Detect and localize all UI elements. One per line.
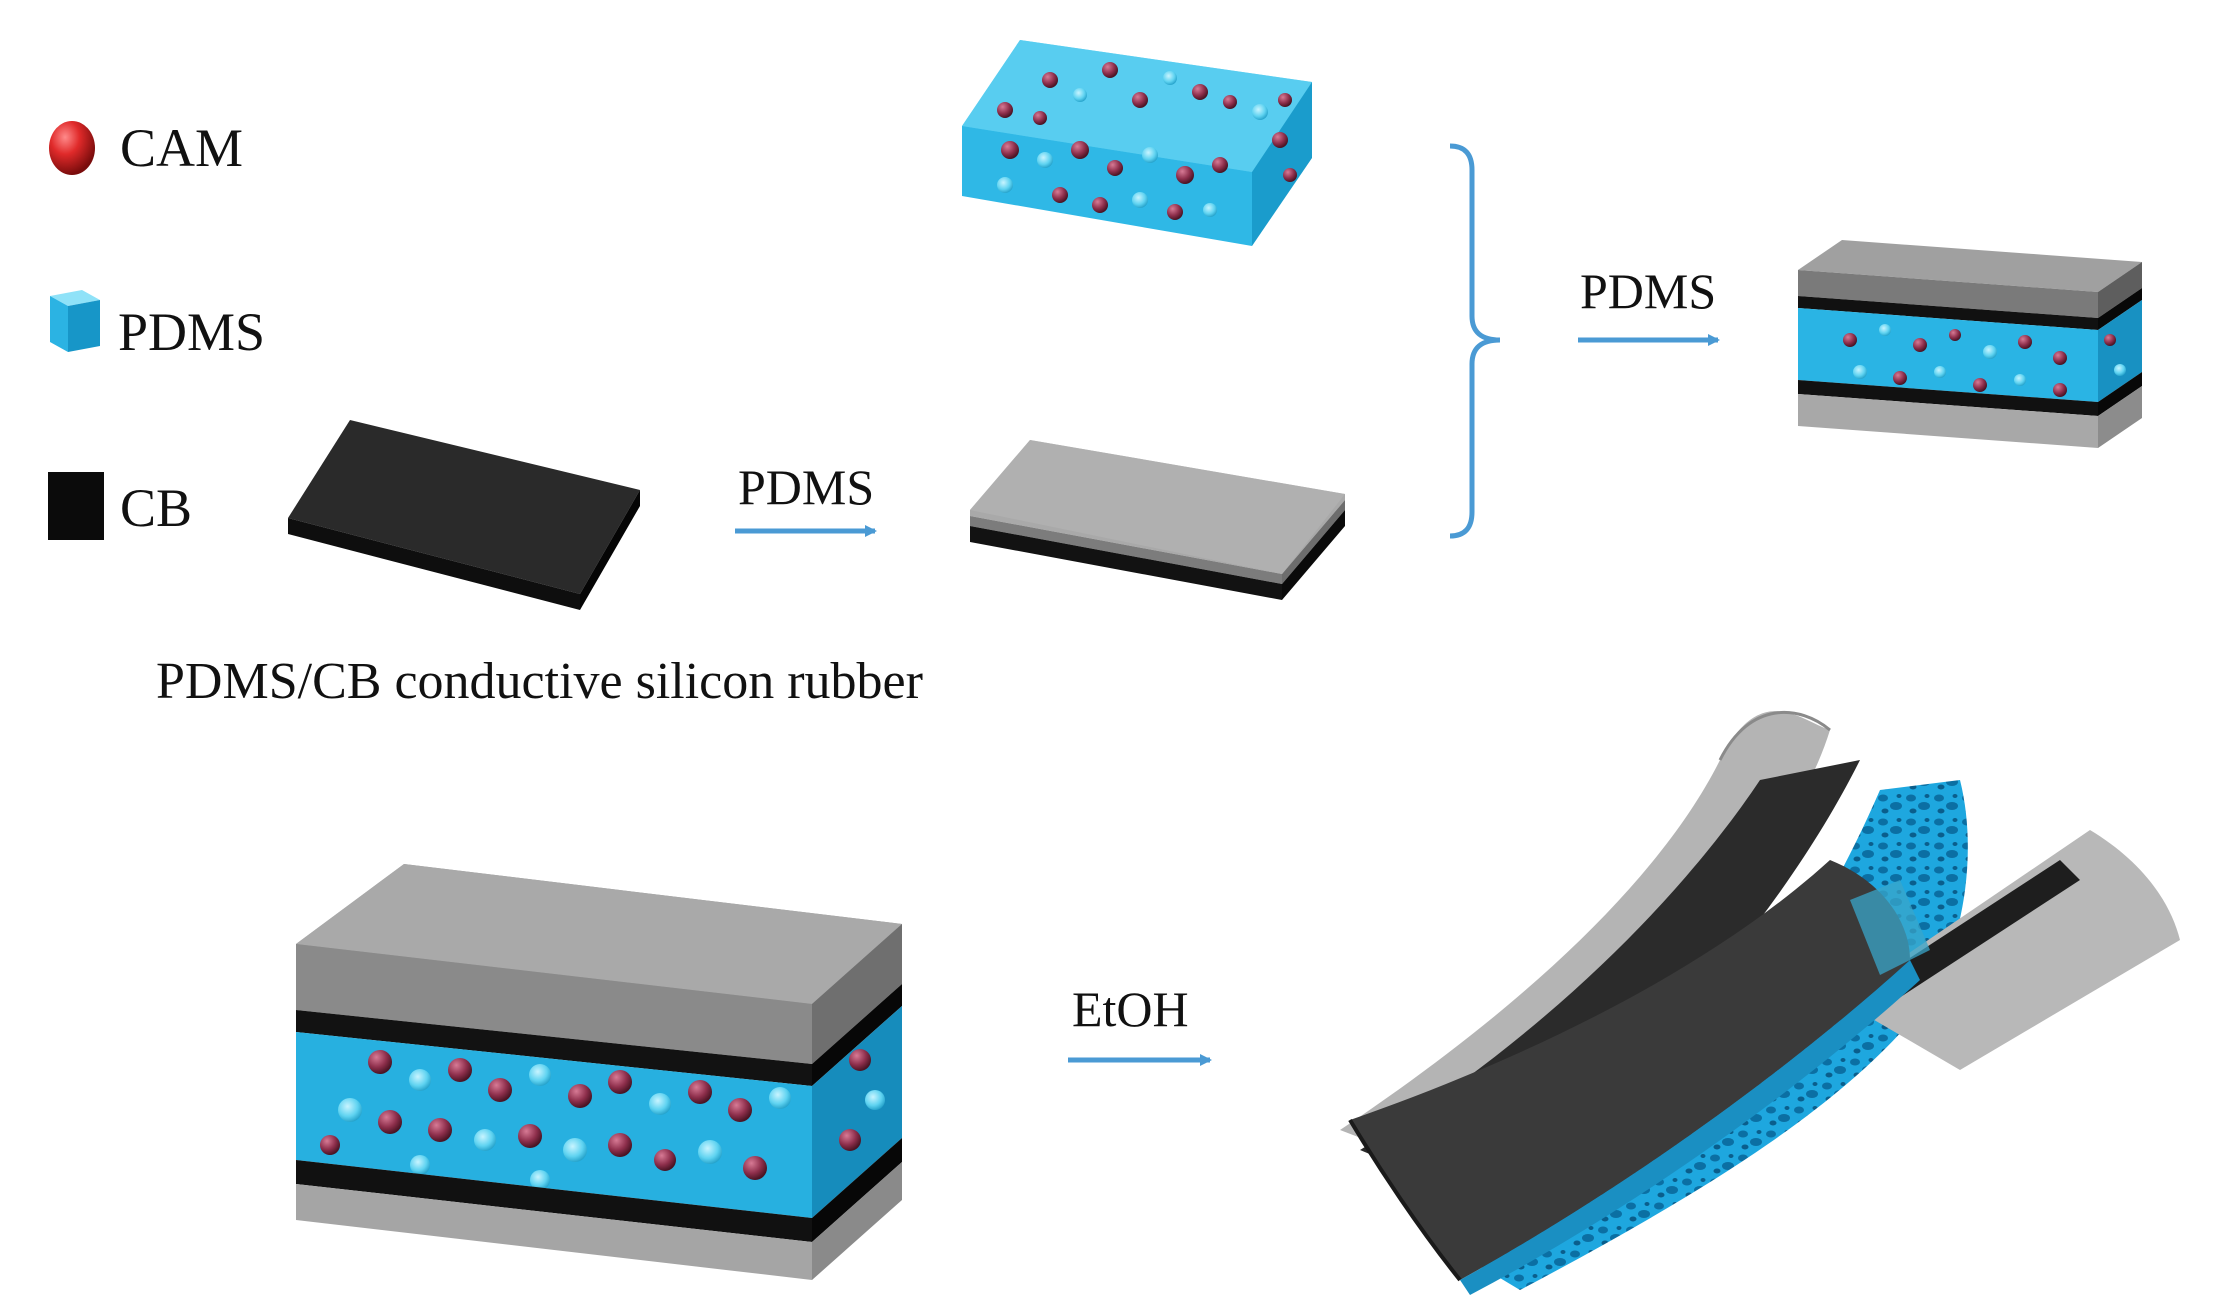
- black-square-icon: [48, 472, 104, 540]
- cam-particles-large: [320, 1049, 885, 1190]
- etch-step: EtOH: [1068, 981, 1212, 1066]
- caption: PDMS/CB conductive silicon rubber: [156, 653, 923, 710]
- cam-particles-small: [1843, 324, 2126, 397]
- red-sphere-icon: [49, 121, 95, 175]
- legend-label-pdms: PDMS: [118, 302, 265, 362]
- sandwich-small: [1798, 240, 2142, 448]
- legend-label-cam: CAM: [120, 118, 243, 178]
- cb-slab: [288, 420, 640, 610]
- coat-step: PDMS: [735, 459, 877, 537]
- legend-item-pdms: PDMS: [50, 290, 265, 362]
- assemble-step: PDMS: [1578, 263, 1720, 346]
- pdms-cam-block: [962, 40, 1312, 246]
- bracket: [1449, 143, 1501, 539]
- coat-arrow-label: PDMS: [738, 459, 874, 515]
- blue-cube-icon: [50, 290, 100, 352]
- flexible-sensor: [1340, 711, 2180, 1295]
- pdms-coated-cb-slab: [970, 440, 1345, 600]
- etch-arrow-label: EtOH: [1072, 981, 1189, 1037]
- legend-label-cb: CB: [120, 478, 192, 538]
- assemble-arrow-label: PDMS: [1580, 263, 1716, 319]
- legend: CAM PDMS CB: [48, 118, 265, 540]
- sandwich-large: [296, 864, 902, 1280]
- legend-item-cb: CB: [48, 472, 192, 540]
- legend-item-cam: CAM: [49, 118, 243, 178]
- cam-particles-top: [997, 62, 1297, 220]
